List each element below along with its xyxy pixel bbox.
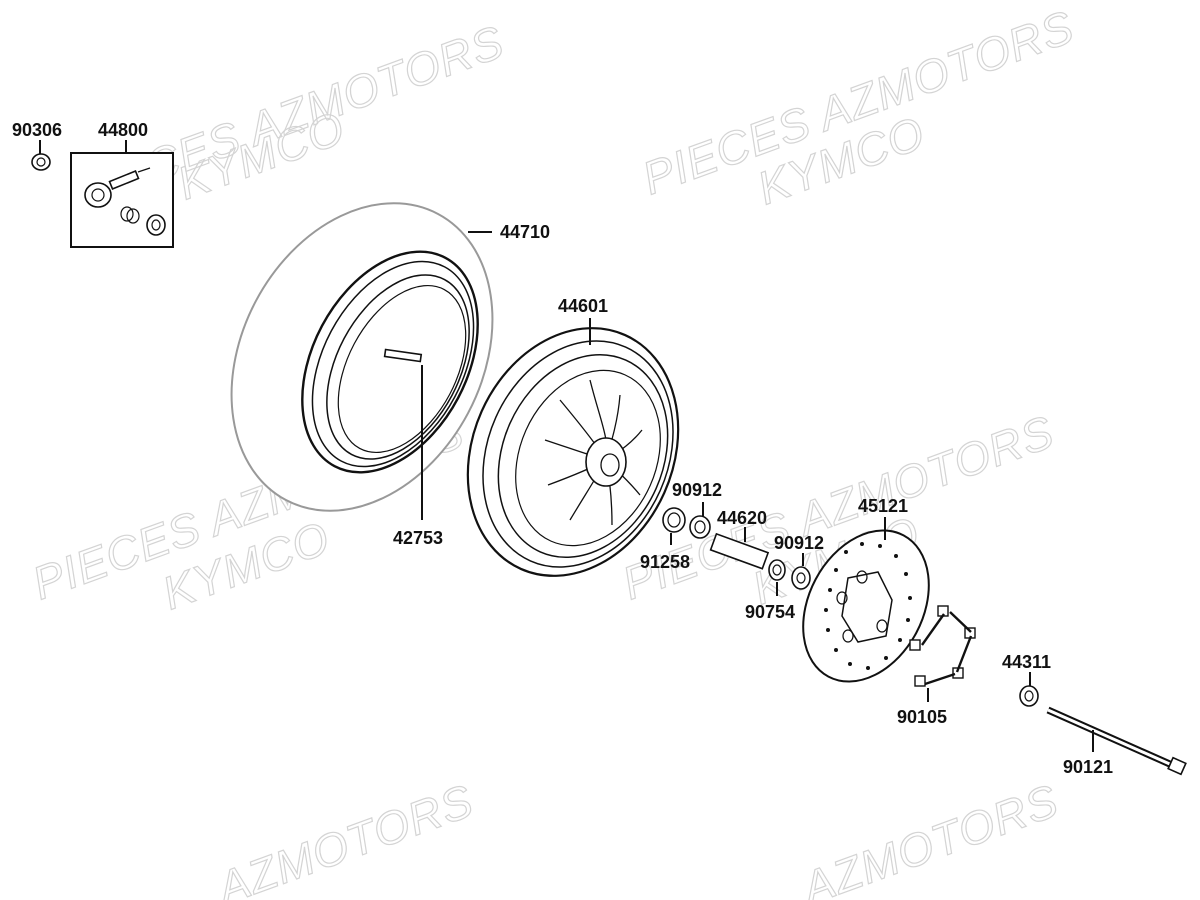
- bearing-right-part: [791, 553, 811, 590]
- watermark-text: AZMOTORS: [208, 774, 480, 900]
- label-44311: 44311: [1002, 652, 1051, 672]
- axle-nut-part: [1019, 672, 1039, 707]
- label-90105: 90105: [897, 707, 947, 727]
- label-90912-right: 90912: [774, 533, 824, 553]
- label-44620: 44620: [717, 508, 767, 528]
- label-90306: 90306: [12, 120, 62, 140]
- label-45121: 45121: [858, 496, 908, 516]
- label-90121: 90121: [1063, 757, 1113, 777]
- label-91258: 91258: [640, 552, 690, 572]
- seal-part: [662, 507, 686, 545]
- watermark-text: AZMOTORS: [793, 774, 1065, 900]
- axle-part: [1046, 706, 1187, 776]
- disc-holes: [824, 542, 912, 670]
- tire-part: [230, 202, 494, 512]
- label-44601: 44601: [558, 296, 608, 316]
- label-44710: 44710: [500, 222, 550, 242]
- valve-nut-part: [31, 140, 51, 171]
- bearing-left-part: [689, 502, 711, 539]
- valve-stem-part: [383, 348, 423, 520]
- collar-part: [709, 527, 770, 570]
- brake-disc-part: [802, 517, 930, 683]
- label-42753: 42753: [393, 528, 443, 548]
- label-44800: 44800: [98, 120, 148, 140]
- rim-part: [466, 318, 680, 577]
- circlip-part: [768, 559, 786, 596]
- disc-bolts-part: [909, 605, 976, 702]
- label-90912-left: 90912: [672, 480, 722, 500]
- valve-kit-part: [70, 140, 174, 248]
- label-90754: 90754: [745, 602, 795, 622]
